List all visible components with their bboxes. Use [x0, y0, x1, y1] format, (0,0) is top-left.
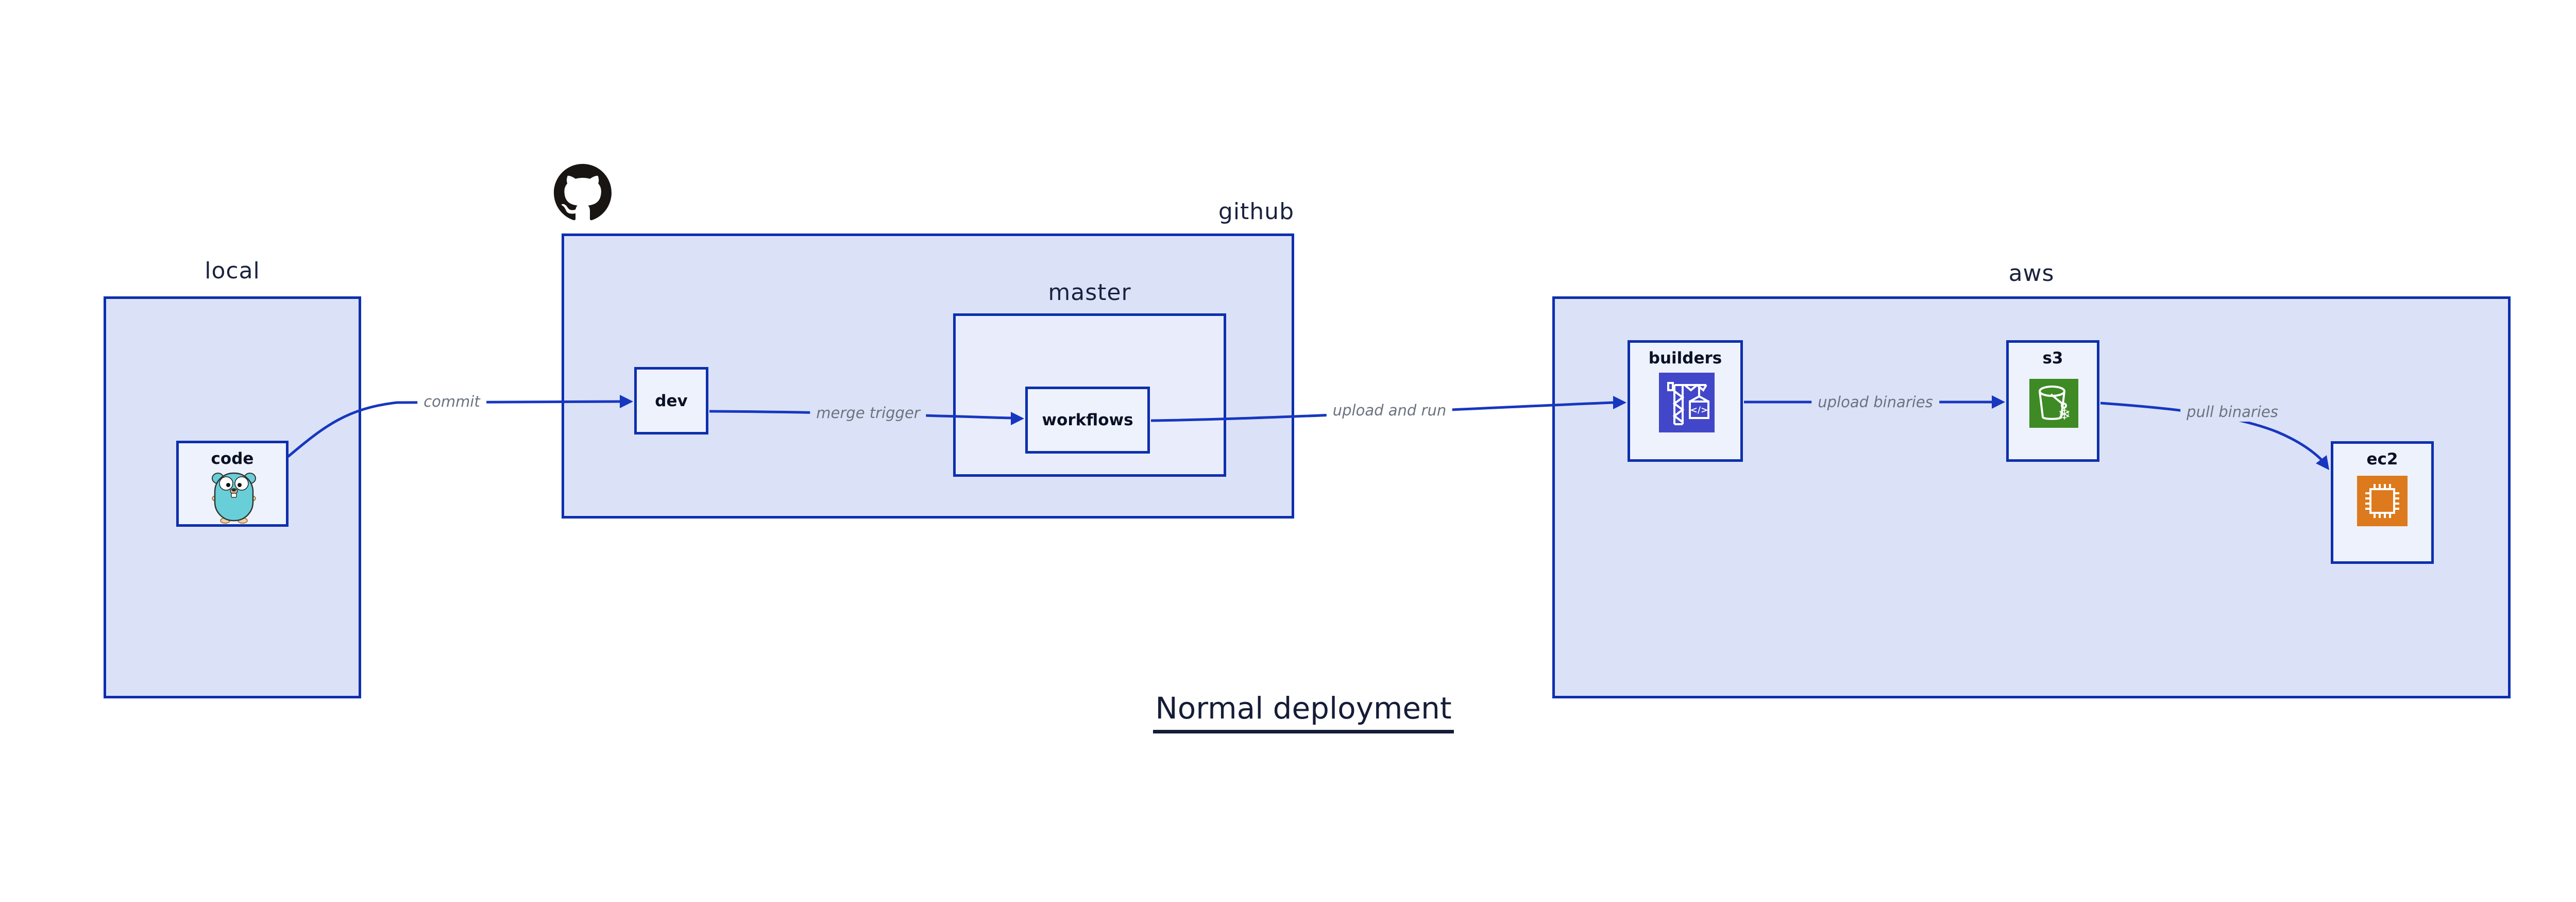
builders-node-label: builders: [1648, 349, 1722, 368]
svg-text:❄: ❄: [2058, 406, 2071, 424]
code-node: code: [176, 441, 289, 527]
code-node-label: code: [211, 449, 254, 468]
merge-trigger-edge-label: merge trigger: [810, 403, 926, 423]
s3-node: s3 ❄: [2006, 340, 2099, 462]
diagram-title: Normal deployment: [1046, 691, 1561, 733]
dev-node: dev: [634, 367, 708, 435]
workflows-node: workflows: [1025, 387, 1150, 454]
dev-node-label: dev: [655, 391, 688, 410]
builders-node: builders </>: [1628, 340, 1743, 462]
go-gopher-icon: [212, 472, 256, 524]
commit-edge-label: commit: [417, 392, 486, 411]
codebuild-crane-icon: </>: [1659, 373, 1715, 432]
workflows-node-label: workflows: [1042, 411, 1133, 429]
ec2-node-label: ec2: [2366, 450, 2398, 469]
s3-bucket-icon: ❄: [2029, 379, 2078, 428]
upload-binaries-edge-label: upload binaries: [1811, 392, 1939, 412]
github-octocat-icon: [554, 164, 612, 221]
s3-node-label: s3: [2042, 349, 2063, 368]
pull-binaries-edge-label: pull binaries: [2180, 402, 2284, 422]
ec2-node: ec2: [2331, 441, 2434, 564]
master-group-label: master: [1048, 279, 1131, 306]
github-group-label: github: [1218, 198, 1294, 225]
svg-text:</>: </>: [1690, 405, 1708, 415]
upload-and-run-edge-label: upload and run: [1326, 400, 1453, 420]
local-group-label: local: [205, 258, 260, 284]
diagram-title-text: Normal deployment: [1153, 691, 1454, 733]
ec2-chip-icon: [2357, 476, 2408, 526]
aws-group-label: aws: [2008, 260, 2055, 287]
